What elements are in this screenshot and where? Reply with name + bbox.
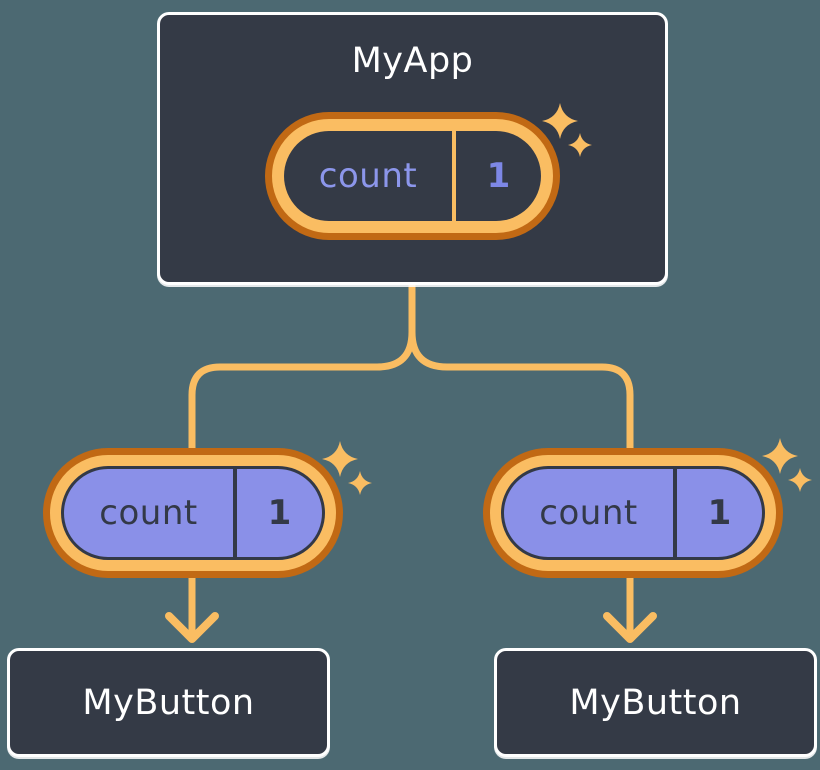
prop-pill-value: 1: [267, 493, 292, 533]
sparkle-icon: [762, 438, 812, 492]
prop-pill-label: count: [99, 493, 198, 533]
node-mybutton-title: MyButton: [82, 682, 255, 723]
sparkle-small: [788, 468, 812, 492]
prop-pill-inner: count 1: [501, 466, 765, 560]
tree-connector-left: [188, 279, 416, 636]
pill-divider: [233, 469, 237, 557]
state-pill: count 1: [265, 112, 560, 240]
sparkle-large: [542, 103, 578, 139]
state-pill-inner: count 1: [284, 131, 541, 221]
state-pill-value: 1: [486, 156, 511, 196]
sparkle-large: [322, 441, 358, 477]
prop-pill-left: count 1: [43, 448, 343, 578]
prop-pill-label: count: [539, 493, 638, 533]
sparkle-small: [568, 133, 592, 157]
prop-pill-value: 1: [707, 493, 732, 533]
node-mybutton-title: MyButton: [569, 682, 742, 723]
node-mybutton-left: MyButton: [7, 648, 330, 757]
node-myapp: MyApp count 1: [157, 12, 668, 285]
sparkle-icon: [542, 103, 592, 157]
pill-divider: [673, 469, 677, 557]
prop-pill-right: count 1: [483, 448, 783, 578]
node-mybutton-right: MyButton: [494, 648, 817, 757]
arrow-down-icon: [603, 612, 657, 643]
state-pill-label: count: [318, 156, 418, 196]
node-myapp-title: MyApp: [351, 41, 474, 81]
sparkle-large: [762, 438, 798, 474]
pill-divider: [452, 131, 456, 221]
tree-connector-right: [408, 279, 634, 636]
sparkle-icon: [322, 441, 372, 495]
sparkle-small: [348, 471, 372, 495]
arrow-down-icon: [165, 612, 219, 643]
prop-pill-inner: count 1: [61, 466, 325, 560]
